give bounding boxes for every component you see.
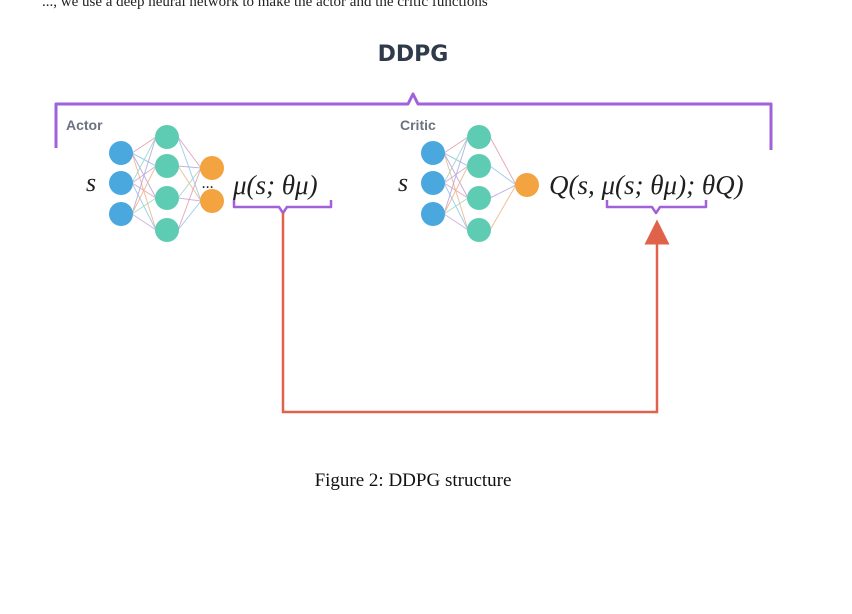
actor-edge bbox=[177, 136, 202, 202]
actor-hidden-node bbox=[155, 186, 179, 210]
critic-network bbox=[421, 125, 539, 242]
actor-output-ellipsis: ... bbox=[202, 175, 214, 192]
actor-hidden-node bbox=[155, 125, 179, 149]
actor-edge bbox=[177, 136, 202, 169]
actor-hidden-node bbox=[155, 218, 179, 242]
critic-input-node bbox=[421, 141, 445, 165]
critic-mu-bracket bbox=[605, 200, 708, 215]
actor-edge bbox=[131, 136, 157, 154]
actor-output-expression: μ(s; θμ) bbox=[232, 170, 318, 200]
actor-edge bbox=[131, 136, 157, 215]
critic-edge bbox=[443, 213, 469, 231]
actor-output-node bbox=[200, 189, 224, 213]
critic-edge bbox=[443, 136, 469, 154]
actor-output-node bbox=[200, 156, 224, 180]
figure-title: DDPG bbox=[378, 42, 449, 67]
critic-edge bbox=[443, 197, 469, 215]
actor-mu-bracket bbox=[232, 200, 333, 215]
actor-edge bbox=[177, 167, 202, 231]
critic-edge bbox=[489, 184, 517, 199]
critic-output-expression: Q(s, μ(s; θμ); θQ) bbox=[549, 170, 744, 200]
actor-label: Actor bbox=[66, 117, 103, 133]
ddpg-bracket bbox=[54, 92, 773, 150]
critic-network-edges bbox=[443, 136, 517, 231]
critic-edge bbox=[489, 136, 517, 186]
actor-hidden-node bbox=[155, 154, 179, 178]
actor-edge bbox=[131, 213, 157, 231]
actor-input-node bbox=[109, 171, 133, 195]
critic-hidden-node bbox=[467, 218, 491, 242]
actor-network-edges bbox=[131, 136, 202, 231]
critic-edge bbox=[443, 136, 469, 184]
actor-network bbox=[109, 125, 224, 242]
critic-hidden-node bbox=[467, 186, 491, 210]
actor-edge bbox=[131, 197, 157, 215]
actor-edge bbox=[131, 136, 157, 184]
actor-edge bbox=[177, 167, 202, 199]
critic-edge bbox=[489, 165, 517, 186]
actor-edge bbox=[177, 200, 202, 231]
actor-input-symbol: s bbox=[86, 168, 96, 197]
critic-output-node bbox=[515, 173, 539, 197]
top-partial-text: ..., we use a deep neural network to mak… bbox=[42, 0, 488, 10]
critic-hidden-node bbox=[467, 125, 491, 149]
actor-input-node bbox=[109, 141, 133, 165]
critic-input-symbol: s bbox=[398, 168, 408, 197]
critic-edge bbox=[443, 165, 469, 215]
critic-hidden-node bbox=[467, 154, 491, 178]
actor-edge bbox=[131, 152, 157, 231]
figure-caption: Figure 2: DDPG structure bbox=[315, 470, 512, 491]
critic-label: Critic bbox=[400, 117, 436, 133]
actor-edge bbox=[131, 165, 157, 215]
actor-edge bbox=[177, 165, 202, 169]
critic-edge bbox=[443, 136, 469, 215]
critic-edge bbox=[443, 152, 469, 231]
actor-to-critic-arrow bbox=[281, 213, 670, 414]
actor-input-node bbox=[109, 202, 133, 226]
critic-input-node bbox=[421, 202, 445, 226]
critic-input-node bbox=[421, 171, 445, 195]
critic-edge bbox=[489, 184, 517, 231]
